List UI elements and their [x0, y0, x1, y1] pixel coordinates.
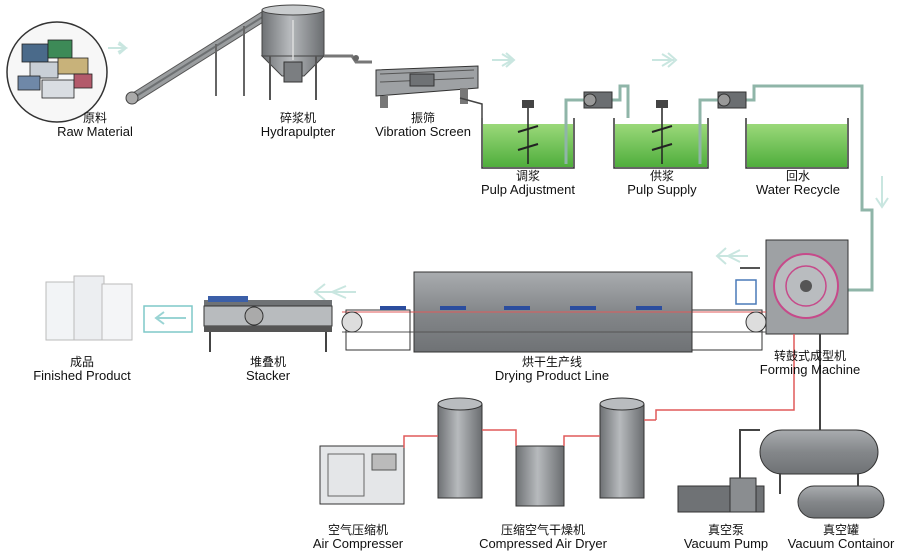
label-pulp-supply: 供浆 Pulp Supply	[612, 170, 712, 197]
label-cn: 振筛	[410, 111, 435, 125]
label-en: Water Recycle	[755, 181, 841, 197]
air-tank-2	[599, 397, 645, 499]
label-vibration-screen: 振筛 Vibration Screen	[368, 112, 478, 139]
label-hydrapulper: 碎浆机 Hydrapulpter	[248, 112, 348, 139]
label-en: Forming Machine	[759, 361, 861, 377]
label-vacuum-pump: 真空泵 Vacuum Pump	[676, 524, 776, 551]
drying-line-machine	[341, 271, 767, 353]
raw-material-icon	[6, 21, 108, 123]
label-cn: 转鼓式成型机	[773, 349, 846, 363]
label-en: Vibration Screen	[375, 123, 471, 139]
label-en: Compressed Air Dryer	[479, 535, 607, 551]
pulp-supply-tank	[613, 100, 709, 169]
label-cn: 成品	[69, 355, 94, 369]
vacuum-pump-machine	[677, 429, 765, 513]
air-dryer-machine	[515, 445, 565, 507]
flow-arrow-icon	[652, 52, 678, 68]
flow-arrow-icon	[108, 41, 129, 55]
label-raw-material: 原料 Raw Material	[50, 112, 140, 139]
label-en: Finished Product	[33, 367, 131, 383]
label-vacuum-container: 真空罐 Vacuum Containor	[784, 524, 898, 551]
flow-arrow-icon	[313, 283, 356, 301]
air-compressor-machine	[319, 445, 405, 505]
finished-product-icon	[45, 275, 193, 341]
air-lines	[403, 419, 656, 448]
label-cn: 空气压缩机	[327, 523, 388, 537]
flow-arrow-icon	[715, 247, 748, 265]
label-en: Stacker	[245, 367, 291, 383]
label-drying-line: 烘干生产线 Drying Product Line	[472, 356, 632, 383]
pump-icons	[583, 91, 747, 109]
label-cn: 供浆	[649, 169, 674, 183]
main-pipe-forming	[655, 334, 821, 430]
forming-machine	[735, 239, 849, 335]
label-forming-machine: 转鼓式成型机 Forming Machine	[746, 350, 874, 377]
hydrapulper-machine	[260, 4, 372, 100]
label-cn: 调浆	[515, 169, 540, 183]
label-en: Pulp Adjustment	[481, 181, 575, 197]
label-cn: 真空罐	[822, 523, 859, 537]
label-en: Hydrapulpter	[260, 123, 336, 139]
label-air-dryer: 压缩空气干燥机 Compressed Air Dryer	[470, 524, 616, 551]
incline-conveyor	[125, 7, 277, 105]
label-finished-product: 成品 Finished Product	[22, 356, 142, 383]
label-cn: 原料	[82, 111, 107, 125]
stacker-machine	[203, 296, 333, 352]
label-en: Vacuum Containor	[787, 535, 895, 551]
label-cn: 真空泵	[707, 523, 744, 537]
label-pulp-adjustment: 调浆 Pulp Adjustment	[470, 170, 586, 197]
flow-arrow-icon	[875, 176, 889, 209]
water-recycle-tank	[745, 118, 849, 169]
label-en: Raw Material	[57, 123, 133, 139]
air-tank-1	[437, 397, 483, 499]
label-cn: 烘干生产线	[521, 355, 582, 369]
label-en: Vacuum Pump	[683, 535, 769, 551]
label-cn: 堆叠机	[249, 355, 286, 369]
label-en: Air Compresser	[312, 535, 404, 551]
vibration-screen-machine	[375, 65, 483, 118]
label-cn: 回水	[785, 169, 810, 183]
flow-arrows	[108, 41, 889, 301]
pulp-adjustment-tank	[481, 100, 575, 169]
label-stacker: 堆叠机 Stacker	[220, 356, 316, 383]
vacuum-container-machine	[759, 429, 885, 519]
label-cn: 压缩空气干燥机	[500, 523, 585, 537]
label-en: Pulp Supply	[627, 181, 697, 197]
label-en: Drying Product Line	[494, 367, 610, 383]
flow-arrow-icon	[492, 52, 516, 68]
transfer-pumps	[564, 84, 874, 292]
label-cn: 碎浆机	[279, 111, 316, 125]
label-water-recycle: 回水 Water Recycle	[746, 170, 850, 197]
label-air-compressor: 空气压缩机 Air Compresser	[302, 524, 414, 551]
